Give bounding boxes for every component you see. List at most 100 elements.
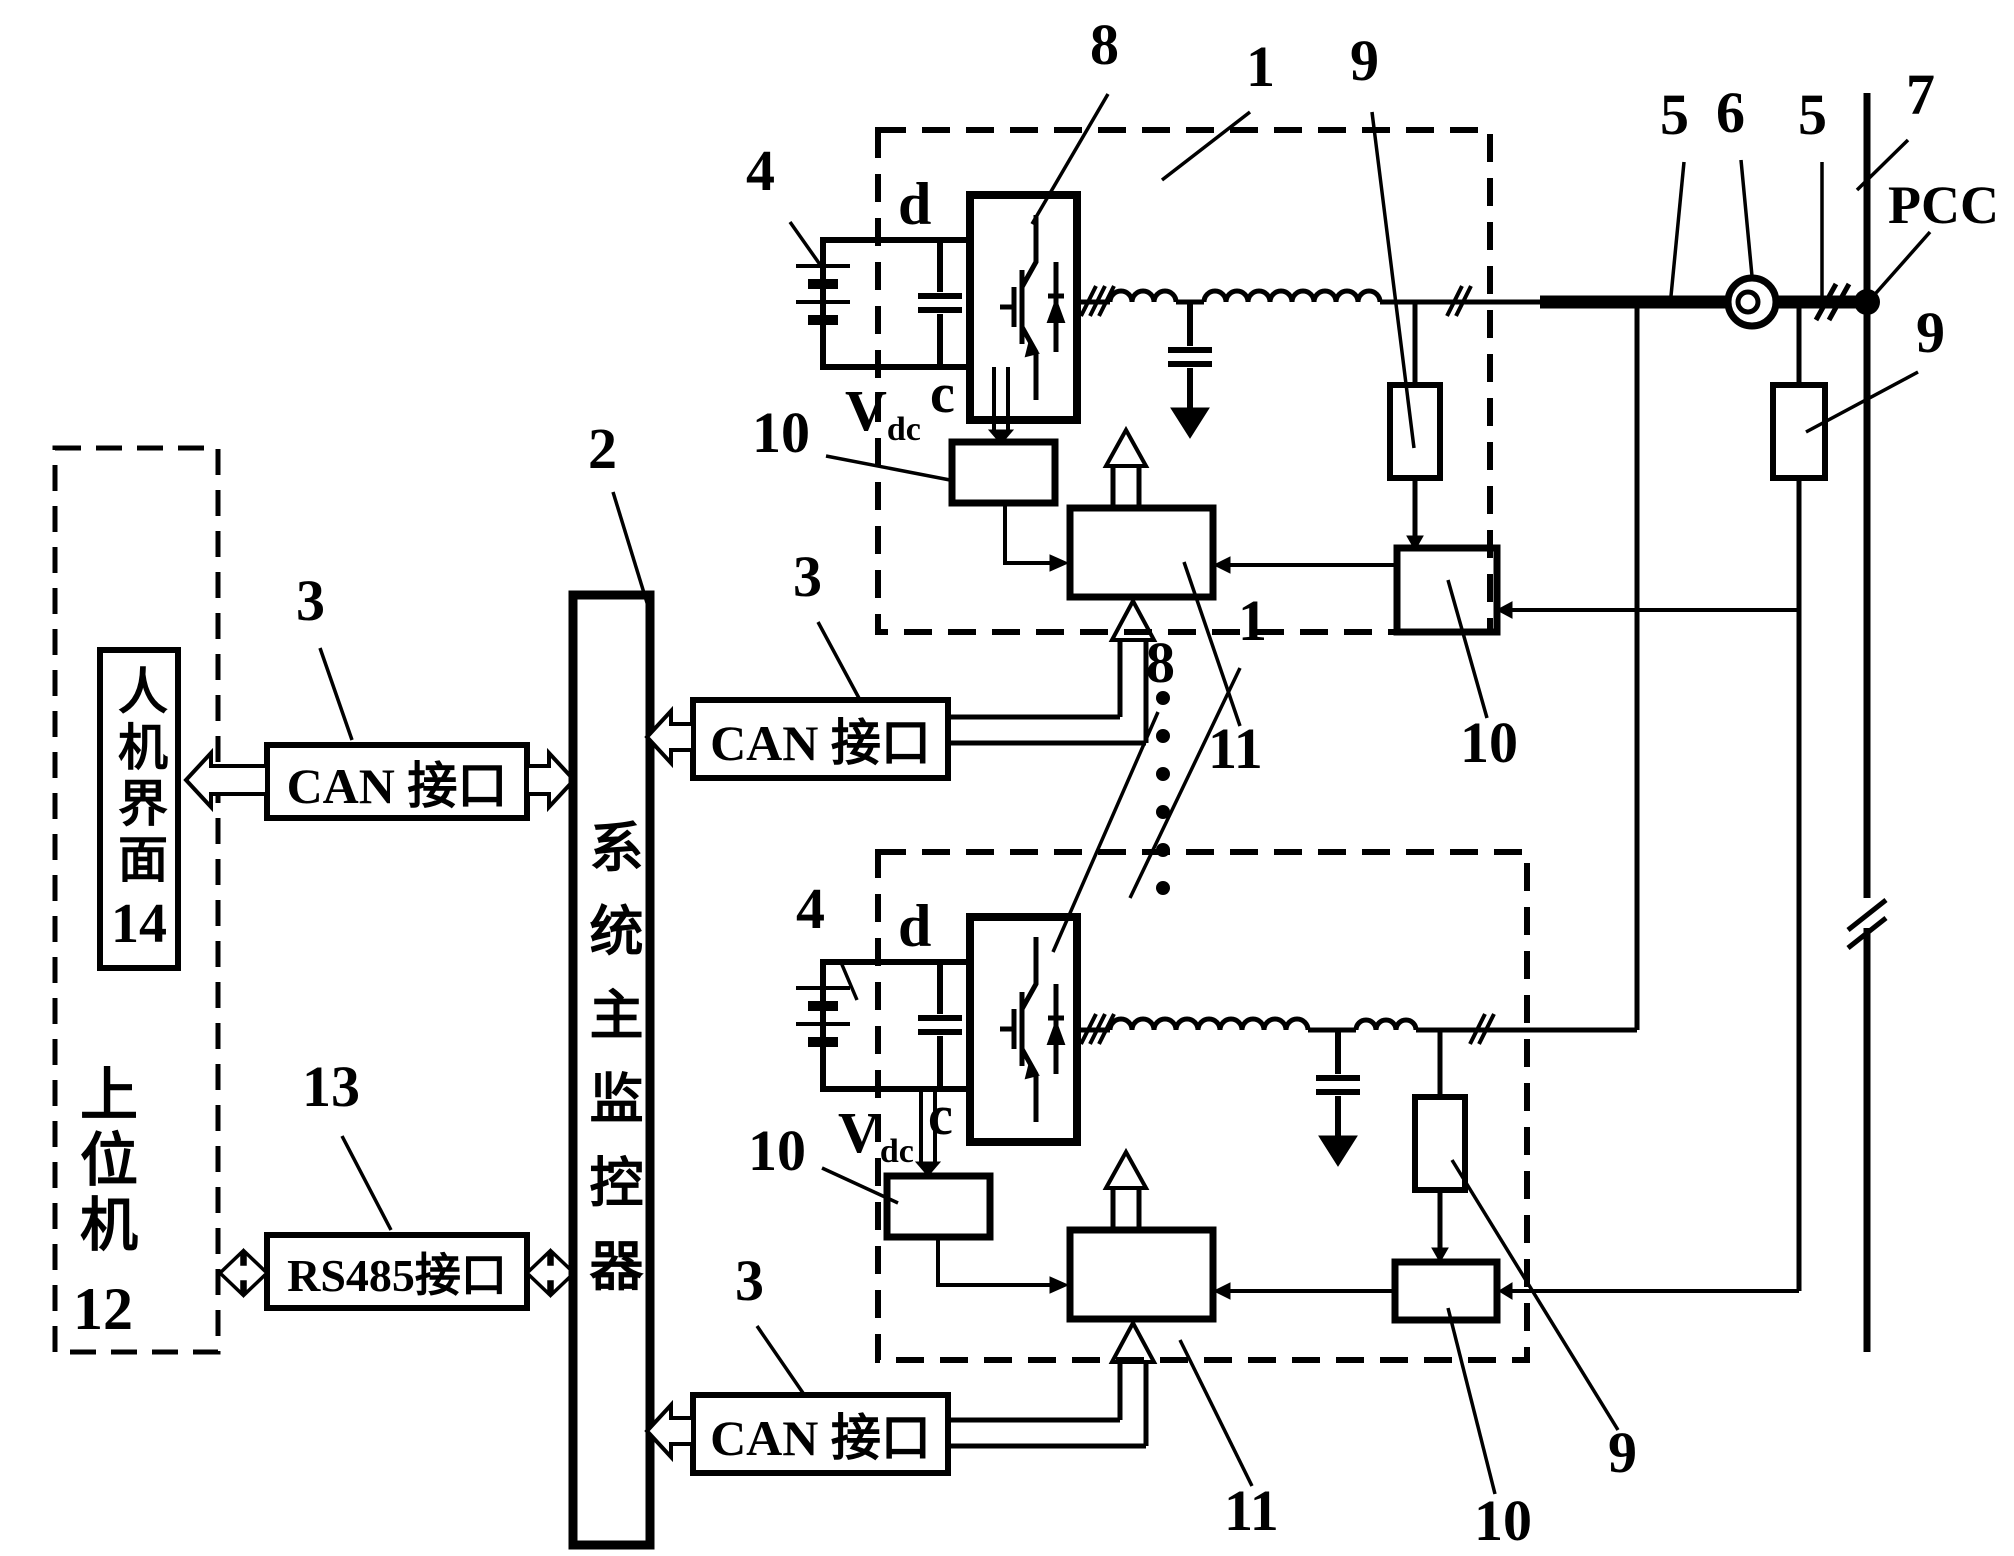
filter-capacitor-lower [1316, 1030, 1360, 1136]
gate-shaft-upper [1110, 466, 1142, 508]
ref-3-lower: 3 [735, 1248, 764, 1313]
leader-1-upper [1160, 110, 1252, 182]
leader-10-ac-upper [1446, 579, 1489, 719]
current-sensor-box-lower [1412, 1094, 1468, 1193]
ref-8-upper: 8 [1090, 12, 1119, 77]
dc-acq-to-controller-upper [1003, 503, 1050, 565]
sensor-arrowhead-lower [1431, 1247, 1449, 1264]
dc-link-capacitor-lower [918, 962, 962, 1089]
host-dashed-box [52, 445, 221, 1355]
current-sensor-box-upper [1387, 382, 1443, 481]
leader-10-dc-lower [821, 1166, 899, 1205]
node-c-lower: c [928, 1085, 953, 1147]
leader-8-upper [1030, 93, 1110, 225]
battery-symbol-upper-thick [808, 279, 838, 325]
ref-7: 7 [1906, 62, 1935, 127]
more-units-ellipsis-icon [1156, 691, 1170, 895]
ref-9-lower: 9 [1608, 1420, 1637, 1485]
unit-dashed-box-upper [875, 127, 1493, 635]
ref-2: 2 [588, 416, 617, 481]
system-monitor-group [568, 491, 1170, 1550]
ref-5-right: 5 [1798, 82, 1827, 147]
phase-hash-lower-1 [1079, 1013, 1116, 1045]
vdc-label-lower: Vdc [838, 1104, 914, 1169]
arrow-canD-to-monitor [644, 1399, 695, 1463]
host-computer-group [52, 445, 577, 1355]
ref-1-upper: 1 [1246, 34, 1275, 99]
node-d-lower: d [898, 893, 932, 959]
leader-11-lower [1178, 1339, 1254, 1487]
ref-13: 13 [302, 1054, 360, 1119]
dc-acq-arrowhead-lower [1049, 1276, 1070, 1294]
arrow-rs485-monitor [524, 1247, 577, 1299]
arrow-can-to-hmi [183, 747, 269, 813]
ac-acquisition-box-upper [1393, 544, 1501, 636]
dc-acq-arrowhead-upper [1049, 554, 1070, 572]
ref-6: 6 [1716, 80, 1745, 145]
ref-11-upper: 11 [1208, 716, 1263, 781]
pcc-feed-upper-arrowhead [1495, 601, 1513, 619]
gate-arrowhead-upper [1102, 425, 1150, 468]
leader-11-upper [1182, 561, 1242, 727]
grid-connection-group [1495, 93, 1888, 1352]
vdc-sub-upper: dc [886, 411, 921, 448]
leader-10-ac-lower [1446, 1307, 1497, 1495]
can-interface-left-label: CAN 接口 [286, 757, 508, 814]
ref-9-pcc: 9 [1916, 300, 1945, 365]
leader-9-pcc [1805, 370, 1919, 434]
filter-inductor-lower [1107, 1016, 1419, 1031]
vdc-tap-upper [992, 367, 1010, 430]
ac-line-lower [1077, 302, 1640, 1033]
ref-14: 14 [111, 893, 167, 955]
gate-shaft-lower [1110, 1188, 1142, 1230]
leader-6 [1739, 159, 1754, 277]
ref-10-ac-lower: 10 [1474, 1488, 1532, 1553]
ac-acquisition-box-lower [1391, 1258, 1501, 1324]
inverter-unit-upper [796, 127, 1540, 636]
leader-9-lower [1450, 1159, 1620, 1431]
grid-bus-break-icon [1846, 898, 1888, 950]
ref-3-upper: 3 [793, 544, 822, 609]
controller-box-lower [1066, 1226, 1217, 1323]
ref-3-left: 3 [296, 568, 325, 633]
ref-9-upper: 9 [1350, 28, 1379, 93]
gate-arrowhead-lower [1102, 1147, 1150, 1190]
arrow-canU-to-monitor [644, 705, 695, 769]
vdc-tap-arrowhead-upper [987, 429, 1015, 445]
dc-link-capacitor-upper [918, 240, 962, 367]
ground-arrow-upper [1170, 407, 1210, 439]
pcc-label: PCC [1888, 175, 1999, 235]
host-computer-label: 上位机 [71, 1063, 136, 1259]
ref-11-lower: 11 [1224, 1478, 1279, 1543]
hmi-label: 人机界面 [111, 665, 167, 889]
vdc-label-upper: Vdc [845, 382, 921, 447]
unit-dashed-box-lower [875, 849, 1530, 1363]
phase-hash-pcc [1813, 282, 1852, 322]
battery-symbol-lower [796, 986, 850, 1026]
igbt-diode-upper [1024, 297, 1066, 358]
pcc-sensor-box [1770, 382, 1828, 481]
phase-hash-upper-1 [1079, 285, 1116, 317]
leader-7 [1855, 138, 1910, 192]
system-monitor-box [568, 590, 655, 1550]
leader-9-upper [1370, 111, 1416, 449]
filter-inductor-upper [1107, 288, 1383, 303]
ref-4-lower: 4 [796, 876, 825, 941]
ac-acq-arrowhead-lower [1212, 1282, 1231, 1300]
sensor-arrowhead-upper [1406, 535, 1424, 552]
ac-acq-arrowhead-upper [1212, 556, 1231, 574]
battery-symbol-upper [796, 264, 850, 304]
ref-10-ac-upper: 10 [1460, 710, 1518, 775]
leader-3-lower [755, 1325, 805, 1394]
vdc-tap-arrowhead-lower [914, 1161, 942, 1177]
hmi-box [97, 647, 181, 971]
dc-acq-to-controller-lower [936, 1237, 1050, 1287]
leader-2 [611, 491, 650, 607]
vdc-v-lower: V [838, 1100, 880, 1165]
ref-4-upper: 4 [746, 138, 775, 203]
can-interface-lower-label: CAN 接口 [710, 1410, 931, 1466]
breaker-symbol [1724, 274, 1780, 330]
leader-8-lower [1051, 711, 1160, 953]
